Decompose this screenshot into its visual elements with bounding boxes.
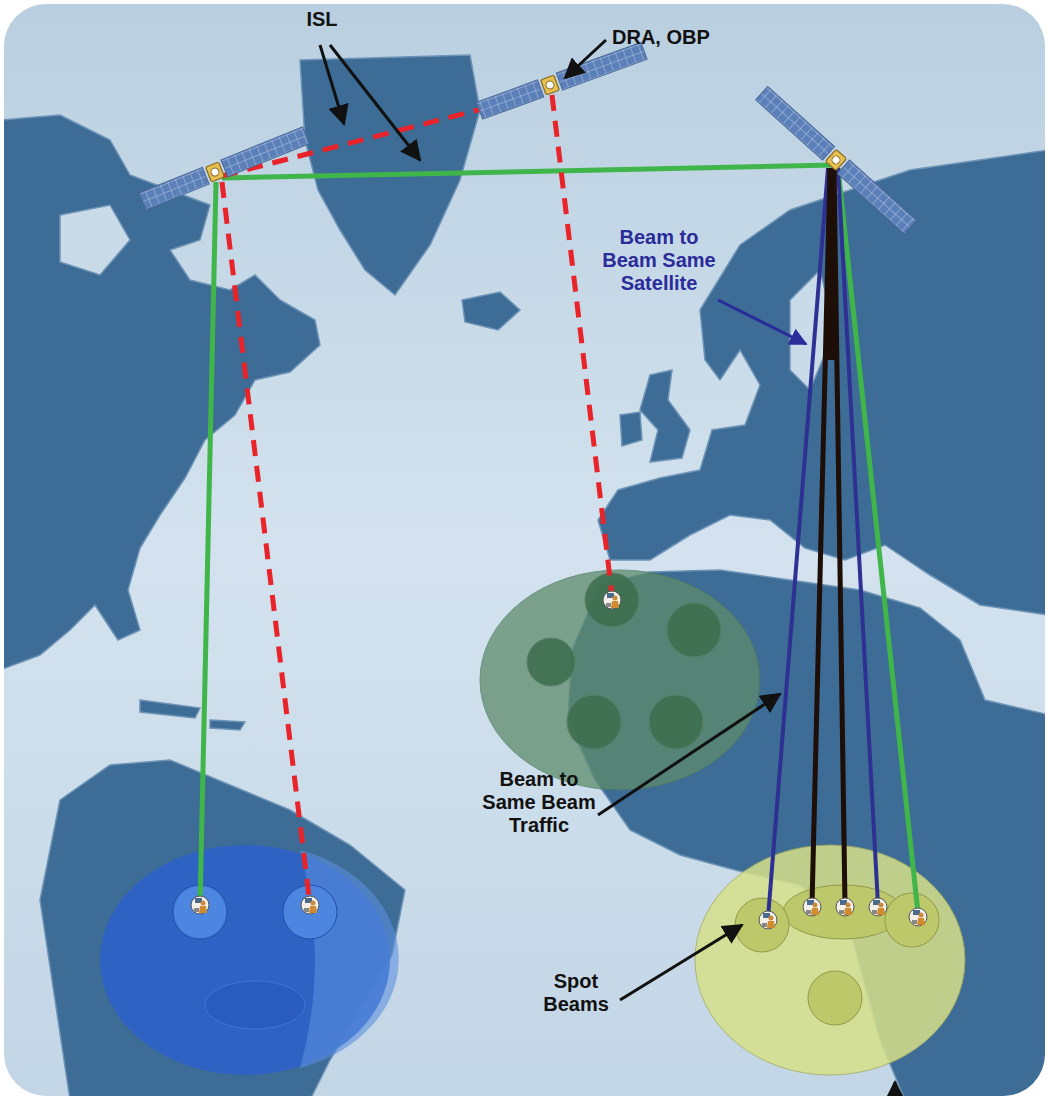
callout-label: Spot Beams [536,970,616,1016]
callout-label: DRA, OBP [612,26,752,49]
callout-label: ISL [282,8,362,31]
callout-label: Beam to Same Beam Traffic [480,768,598,837]
callout-label: Beam to Beam Same Satellite [600,226,718,295]
